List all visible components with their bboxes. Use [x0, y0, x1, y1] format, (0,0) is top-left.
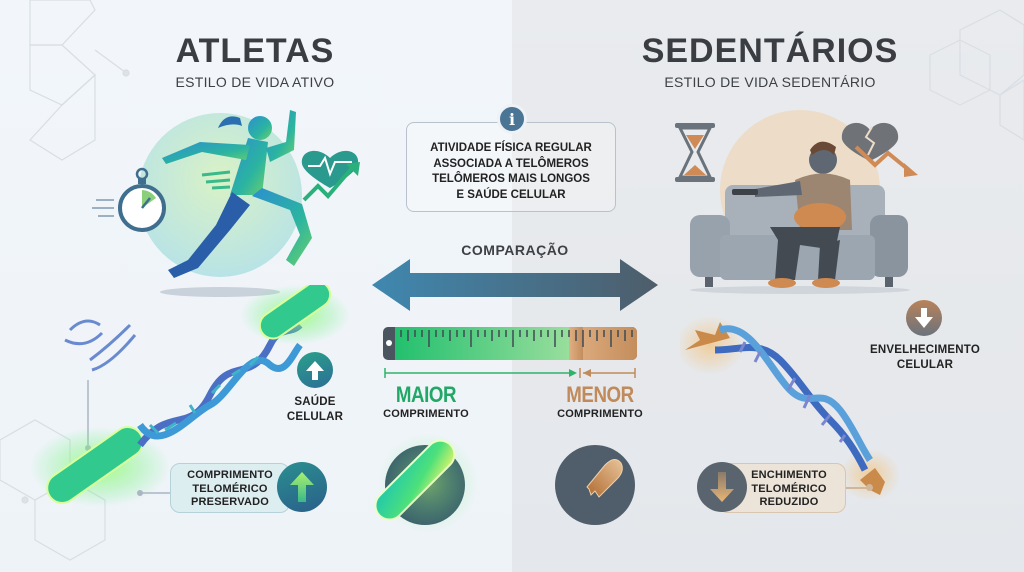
- bidirectional-comparison-arrow: [372, 259, 658, 311]
- telomere-length-ruler: [383, 327, 637, 360]
- athletes-title: ATLETAS: [175, 32, 335, 70]
- shortened-telomere-icon: [555, 445, 635, 525]
- shorter-label: MENOR: [566, 382, 634, 407]
- reduced-line3: REDUZIDO: [759, 496, 819, 508]
- reduced-connector-line: [846, 487, 868, 489]
- info-line-3: TELÔMEROS MAIS LONGOS: [432, 173, 590, 185]
- stopwatch-icon: [92, 167, 166, 232]
- longer-sublabel: COMPRIMENTO: [383, 408, 469, 420]
- preserved-line2: TELOMÉRICO: [192, 482, 268, 495]
- healthy-dna-with-long-telomeres: [30, 285, 350, 507]
- aging-label-line1: ENVELHECIMENTO: [870, 344, 980, 356]
- health-label-line2: CELULAR: [286, 411, 344, 423]
- healthy-telomere-icon: [374, 433, 478, 533]
- athletes-subtitle: ESTILO DE VIDA ATIVO: [175, 74, 335, 90]
- health-up-arrow-icon: [297, 352, 333, 388]
- sedentary-title: SEDENTÁRIOS: [641, 32, 899, 70]
- longer-label: MAIOR: [395, 382, 457, 407]
- telomere-preserved-badge: COMPRIMENTO TELOMÉRICO PRESERVADO: [170, 463, 290, 513]
- reduced-line2: TELOMÉRICO: [751, 482, 827, 495]
- info-box: ATIVIDADE FÍSICA REGULAR ASSOCIADA A TEL…: [406, 122, 616, 212]
- preserved-line3: PRESERVADO: [190, 496, 269, 508]
- damaged-dna-with-short-telomeres: [680, 315, 900, 500]
- telomere-up-arrow-icon: [277, 462, 327, 512]
- aging-label-line2: CELULAR: [896, 359, 954, 371]
- info-line-4: E SAÚDE CELULAR: [456, 188, 566, 201]
- info-line-1: ATIVIDADE FÍSICA REGULAR: [430, 142, 592, 154]
- hourglass-icon: [675, 123, 715, 182]
- comparison-label: COMPARAÇÃO: [461, 242, 569, 258]
- sedentary-subtitle: ESTILO DE VIDA SEDENTÁRIO: [664, 74, 876, 90]
- shorter-sublabel: COMPRIMENTO: [557, 408, 643, 420]
- telomere-down-arrow-icon: [697, 462, 747, 512]
- length-indicator-arrows: [384, 368, 636, 378]
- aging-down-arrow-icon: [906, 300, 942, 336]
- small-dna-icons: [64, 319, 137, 372]
- info-line-2: ASSOCIADA A TELÔMEROS: [433, 157, 589, 170]
- preserved-line1: COMPRIMENTO: [187, 469, 273, 481]
- info-icon: i: [497, 104, 527, 134]
- sedentary-person-illustration: [675, 110, 918, 294]
- reduced-connector-dot: [866, 484, 873, 491]
- reduced-line1: ENCHIMENTO: [751, 469, 827, 481]
- health-label-line1: SAÚDE: [294, 396, 336, 408]
- runner-illustration: [92, 110, 360, 297]
- heart-rate-icon: [301, 150, 360, 202]
- broken-heart-icon: [841, 122, 918, 177]
